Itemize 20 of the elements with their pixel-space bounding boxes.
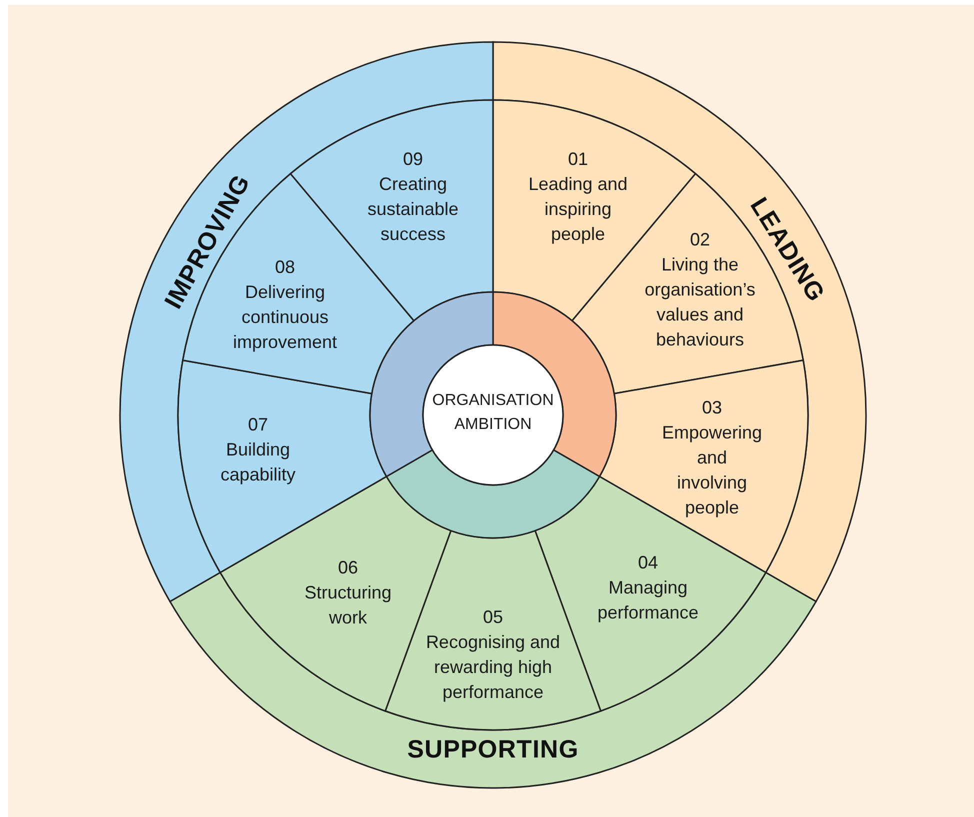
segment-number: 01 <box>568 148 588 171</box>
segment-label: Building capability <box>219 438 297 486</box>
segment-number: 05 <box>482 606 504 629</box>
segment-label: Empowering and involving people <box>662 422 762 520</box>
segment-number: 02 <box>690 228 710 252</box>
segment-number: 07 <box>248 414 268 436</box>
segment-label: Structuring work <box>303 582 393 630</box>
inner-ring-wedge <box>386 449 600 539</box>
segment-number: 08 <box>274 256 296 279</box>
center-label: ORGANISATION AMBITION <box>431 391 555 435</box>
segment-number: 03 <box>702 396 722 420</box>
segment-label: Leading and inspiring people <box>527 173 629 246</box>
segment-number: 04 <box>638 552 658 574</box>
segment-number: 06 <box>338 556 358 580</box>
segment-label: Managing performance <box>596 576 700 624</box>
segment-number: 09 <box>402 148 424 171</box>
segment-label: Creating sustainable success <box>366 173 460 246</box>
category-label: SUPPORTING <box>407 738 579 762</box>
segment-label: Delivering continuous improvement <box>232 282 338 354</box>
segment-label: Recognising and rewarding high performance <box>424 631 562 704</box>
